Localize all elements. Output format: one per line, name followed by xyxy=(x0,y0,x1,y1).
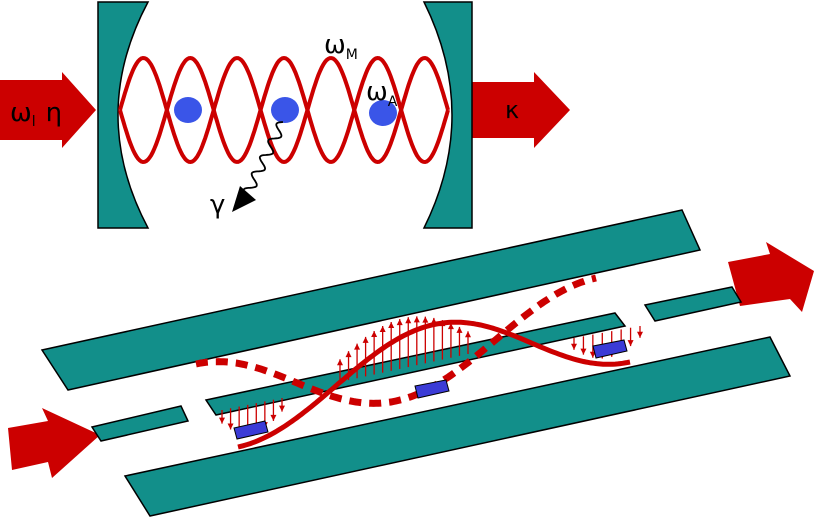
qubit xyxy=(592,339,628,359)
qubit xyxy=(414,379,450,399)
field-arrowhead xyxy=(227,423,234,430)
field-arrowhead xyxy=(219,417,225,424)
field-arrowhead xyxy=(388,322,395,329)
wavy-arrow-icon xyxy=(242,121,284,197)
right-mirror xyxy=(422,1,473,229)
field-arrowhead xyxy=(371,330,378,337)
resonator-mode-solid xyxy=(237,319,631,450)
atom xyxy=(369,100,397,126)
atom xyxy=(271,97,299,123)
mode-frequency-label: ωM xyxy=(324,30,358,63)
field-arrowhead xyxy=(456,326,463,333)
loss-arrow-icon xyxy=(472,72,570,148)
qubit xyxy=(233,420,269,440)
input-coupler-pad xyxy=(90,405,190,442)
field-arrowhead xyxy=(637,331,643,338)
cavity-loss-label: κ xyxy=(505,96,519,124)
field-arrowhead xyxy=(362,336,369,343)
circuit-resonator xyxy=(8,209,814,517)
ground-plane-top xyxy=(40,209,702,391)
output-coupler-pad xyxy=(643,286,743,322)
field-arrowhead xyxy=(270,414,277,421)
field-arrowhead xyxy=(465,331,471,338)
output-arrow-icon xyxy=(728,242,814,312)
atom xyxy=(174,97,202,123)
emission-arrowhead xyxy=(232,186,256,212)
field-arrowhead xyxy=(580,348,587,355)
field-arrowhead xyxy=(571,343,577,350)
cavity-mode-wave xyxy=(118,55,450,165)
field-arrowhead xyxy=(354,343,361,350)
resonator-mode-dashed xyxy=(195,274,597,407)
field-arrowhead xyxy=(413,316,420,323)
field-arrowhead xyxy=(345,351,352,358)
field-arrowhead xyxy=(379,325,386,332)
field-arrowhead xyxy=(405,317,412,324)
input-arrow-icon xyxy=(8,408,100,478)
field-arrowhead xyxy=(337,359,343,366)
spontaneous-emission-label: γ xyxy=(210,190,225,220)
field-arrowhead xyxy=(396,319,403,326)
field-arrowhead xyxy=(447,323,454,330)
atom-frequency-label: ωA xyxy=(366,77,398,110)
left-mirror xyxy=(97,1,150,229)
field-arrowhead xyxy=(422,316,429,323)
drive-arrow-icon xyxy=(0,72,96,148)
ground-plane-bottom xyxy=(123,336,792,517)
cavity-mode-wave-inverted xyxy=(118,55,450,165)
field-arrowhead xyxy=(627,340,634,347)
field-arrowhead xyxy=(279,405,285,412)
